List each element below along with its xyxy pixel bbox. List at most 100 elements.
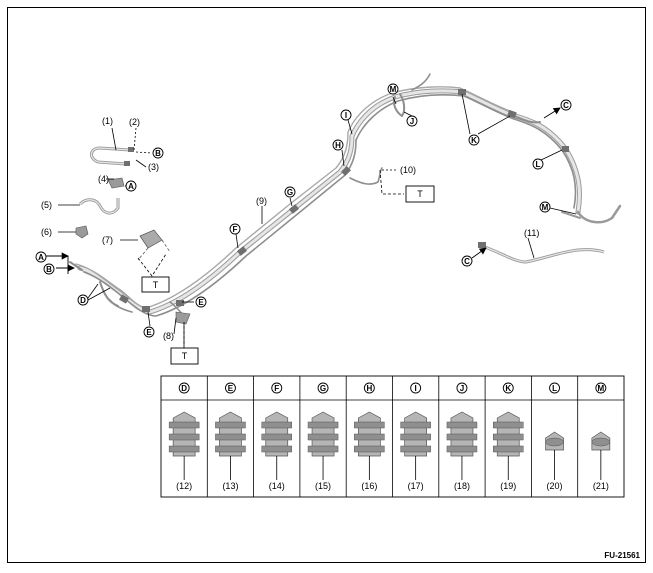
pipe-11-fitting <box>478 242 486 248</box>
marker-B-end: B <box>43 263 55 275</box>
marker-D: D <box>77 294 89 306</box>
figure-id: FU-21561 <box>604 551 640 560</box>
clip-illustration <box>400 411 431 457</box>
pipe-1-end <box>128 147 134 152</box>
svg-text:M: M <box>390 85 397 94</box>
torque-label-left: T <box>153 280 159 290</box>
callout-3: (3) <box>148 162 159 172</box>
part-number: (12) <box>176 481 192 491</box>
table-header-letter: L <box>552 384 557 393</box>
svg-text:M: M <box>542 203 549 212</box>
table-header-letter: M <box>598 384 605 393</box>
svg-text:C: C <box>563 101 569 110</box>
table-header-marker <box>363 382 375 394</box>
table-header-letter: G <box>320 384 326 393</box>
svg-text:J: J <box>410 117 414 126</box>
table-header-letter: J <box>460 384 464 393</box>
svg-text:H: H <box>335 141 341 150</box>
part-number: (17) <box>408 481 424 491</box>
svg-text:A: A <box>38 253 44 262</box>
part-7-pipe <box>137 239 171 261</box>
svg-text:A: A <box>128 182 134 191</box>
svg-text:B: B <box>155 149 161 158</box>
pipe-11-inner <box>481 245 605 263</box>
table-header-letter: I <box>415 384 417 393</box>
marker-A-left: A <box>125 180 137 192</box>
table-header-letter: D <box>181 384 187 393</box>
marker-E-right: E <box>195 296 207 308</box>
table-header-marker <box>271 382 283 394</box>
svg-text:E: E <box>198 298 204 307</box>
table-header-marker <box>595 382 607 394</box>
svg-text:F: F <box>233 225 238 234</box>
table-header-marker <box>456 382 468 394</box>
main-pipe-bundle <box>69 73 622 319</box>
table-header-marker <box>317 382 329 394</box>
svg-text:C: C <box>464 257 470 266</box>
marker-H: H <box>332 139 344 151</box>
marker-F: F <box>229 223 241 235</box>
part-number: (21) <box>593 481 609 491</box>
callout-2: (2) <box>129 117 140 127</box>
svg-text:B: B <box>46 265 52 274</box>
torque-leaders <box>137 169 404 348</box>
table-header-marker <box>502 382 514 394</box>
marker-C-top: C <box>560 99 572 111</box>
part-number: (15) <box>315 481 331 491</box>
direction-arrows <box>46 107 561 274</box>
callout-numbers: (1) (2) (3) (4) (5) (6) (7) (8) (9) (10)… <box>41 116 539 341</box>
part-number: (19) <box>500 481 516 491</box>
callout-1: (1) <box>102 116 113 126</box>
part-number: (14) <box>269 481 285 491</box>
marker-M-right: M <box>539 201 551 213</box>
figure-border <box>7 7 646 563</box>
svg-text:D: D <box>80 296 86 305</box>
marker-L: L <box>532 158 544 170</box>
pipe-1-end-b <box>124 161 130 166</box>
part-7 <box>139 229 163 249</box>
clip-illustration <box>261 411 292 457</box>
marker-M-top: M <box>387 83 399 95</box>
table-header-marker <box>224 382 236 394</box>
clip-illustration <box>215 411 246 457</box>
clip-illustration <box>493 411 524 457</box>
torque-label-right: T <box>417 189 423 199</box>
marker-G: G <box>284 186 296 198</box>
connector-4 <box>107 177 125 189</box>
table-header-marker <box>410 382 422 394</box>
part-number: (20) <box>547 481 563 491</box>
leader-lines <box>58 93 577 346</box>
torque-boxes: T T T <box>141 185 435 365</box>
callout-10: (10) <box>400 165 416 175</box>
clip-illustration <box>545 431 564 451</box>
svg-text:K: K <box>471 136 477 145</box>
marker-A-end: A <box>35 251 47 263</box>
callout-6: (6) <box>41 227 52 237</box>
marker-C-bottom: C <box>461 255 473 267</box>
marker-J: J <box>406 115 418 127</box>
table-header-letter: H <box>366 384 372 393</box>
part-number: (16) <box>361 481 377 491</box>
clip-illustration <box>168 411 200 457</box>
callout-4: (4) <box>98 174 109 184</box>
table-header-letter: K <box>505 384 511 393</box>
svg-text:L: L <box>536 160 541 169</box>
svg-text:I: I <box>345 111 347 120</box>
letter-markers: B A A B D E E F G H I M J K C L M C <box>35 83 572 338</box>
svg-text:G: G <box>287 188 293 197</box>
table-header-marker <box>549 382 560 394</box>
clip-6 <box>75 225 89 239</box>
callout-11: (11) <box>524 228 539 238</box>
clip-illustration <box>307 411 339 457</box>
marker-E-left: E <box>143 326 155 338</box>
pipe-5-inner <box>79 198 119 214</box>
pipe-1-inner <box>90 147 131 165</box>
bundle-clips <box>119 89 569 312</box>
table-header-letter: F <box>274 384 279 393</box>
bracket-8 <box>175 311 191 325</box>
clip-illustration <box>591 431 611 451</box>
callout-5: (5) <box>41 200 52 210</box>
marker-B-top: B <box>152 147 164 159</box>
